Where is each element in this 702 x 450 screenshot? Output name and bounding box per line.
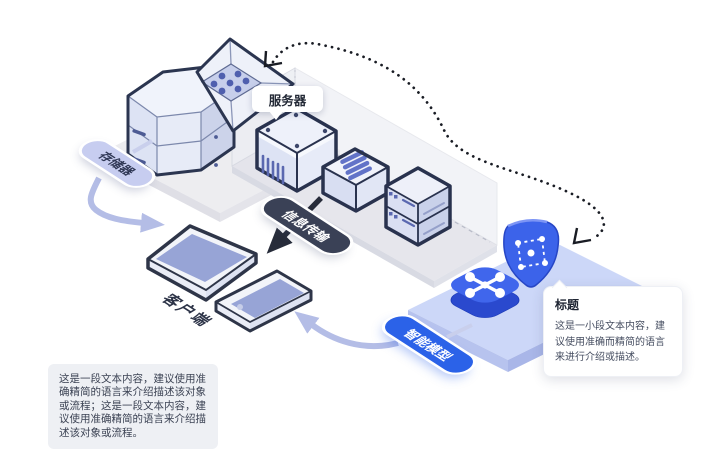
shield-model-icon — [503, 218, 560, 288]
storage-connector — [131, 139, 154, 154]
database-icon — [321, 147, 390, 213]
callout-body: 这是一小段文本内容，建议使用准确而精简的语言来进行介绍或描述。 — [555, 321, 665, 363]
server-rack-icon — [384, 166, 452, 247]
note-body: 这是一段文本内容，建议使用准确精简的语言来介绍描述该对象或流程；这是一段文本内容… — [59, 373, 206, 439]
note-box: 这是一段文本内容，建议使用准确精简的语言来介绍描述该对象或流程；这是一段文本内容… — [48, 364, 218, 450]
funnel-icon — [195, 37, 295, 133]
model-connector — [446, 323, 473, 339]
tablet-icon — [146, 224, 258, 302]
callout-title: 标题 — [555, 298, 580, 312]
bubble-tail — [269, 111, 283, 120]
server-label: 服务器 — [268, 92, 307, 108]
callout-card: 标题 这是一小段文本内容，建议使用准确而精简的语言来进行介绍或描述。 — [543, 279, 683, 377]
phone-icon — [214, 269, 313, 333]
server-label-bubble: 服务器 — [252, 86, 323, 120]
dotted-connector — [263, 41, 606, 245]
model-arrow — [294, 311, 399, 350]
router-icon — [450, 267, 520, 318]
storage-arrow — [87, 176, 165, 233]
